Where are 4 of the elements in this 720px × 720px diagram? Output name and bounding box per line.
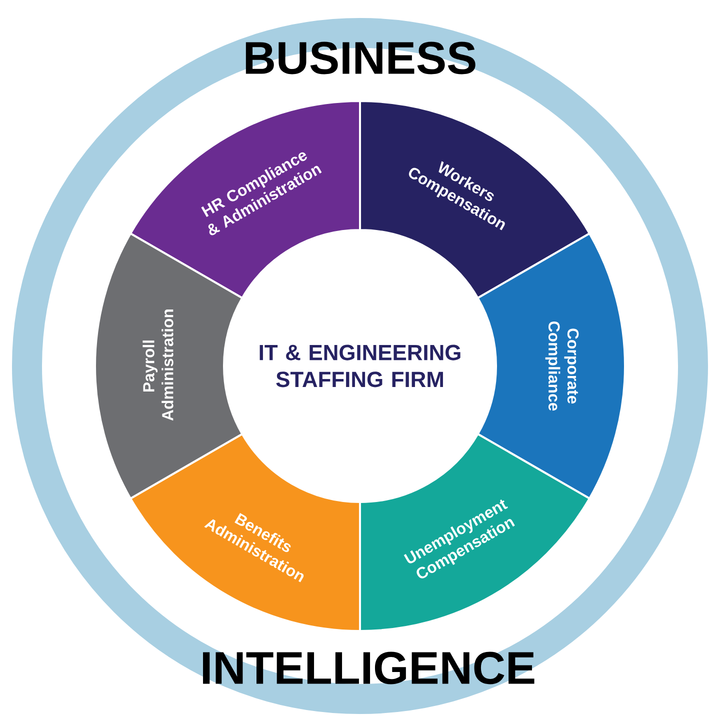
ring-segment: Corporate Compliance [476,232,626,500]
center-label: IT & ENGINEERING STAFFING FIRM [260,344,460,388]
ring-label: INTELLIGENCE [203,652,534,684]
ring-label: BUSINESS [246,42,476,74]
